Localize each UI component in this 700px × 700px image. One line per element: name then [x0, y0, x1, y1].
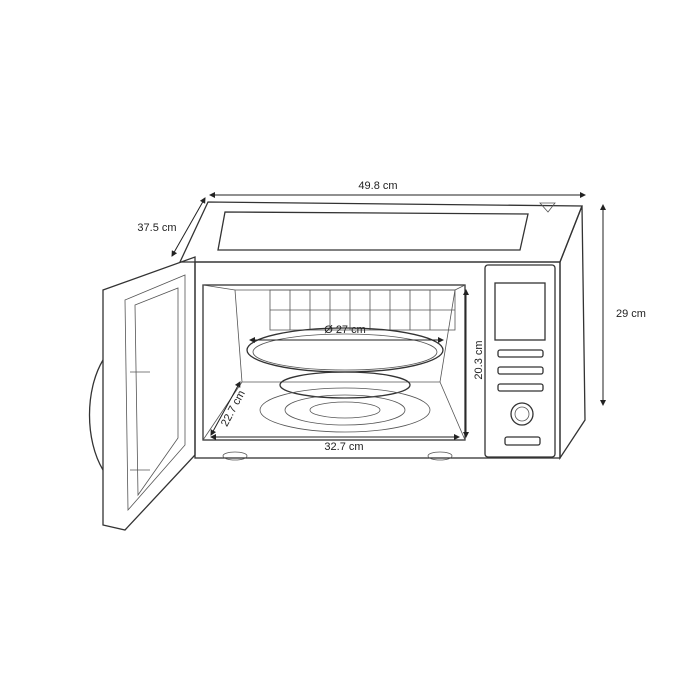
depth-dimension-line [171, 197, 206, 257]
control-button[interactable] [497, 349, 544, 358]
cavity-height-label: 20.3 cm [473, 340, 485, 379]
roller-ring [279, 371, 411, 399]
open-door [88, 256, 196, 531]
depth-label: 37.5 cm [137, 222, 176, 234]
cavity-width-label: 32.7 cm [324, 441, 363, 453]
height-label: 29 cm [616, 308, 646, 320]
rear-grille [269, 289, 456, 331]
oven-cavity [202, 284, 466, 461]
display-screen [494, 282, 546, 341]
door-handle [88, 359, 104, 471]
control-button[interactable] [497, 366, 544, 375]
control-button[interactable] [497, 383, 544, 392]
turntable-diameter-label: Ø 27 cm [324, 324, 366, 336]
dimension-lines [171, 192, 606, 440]
width-label: 49.8 cm [358, 180, 397, 192]
start-button[interactable] [504, 436, 541, 446]
top-vent-panel [217, 211, 529, 251]
control-panel [484, 264, 556, 458]
control-knob[interactable] [510, 402, 534, 426]
cavity-depth-dimension-line [210, 381, 241, 436]
cavity-depth-label: 22.7 cm [219, 388, 248, 428]
